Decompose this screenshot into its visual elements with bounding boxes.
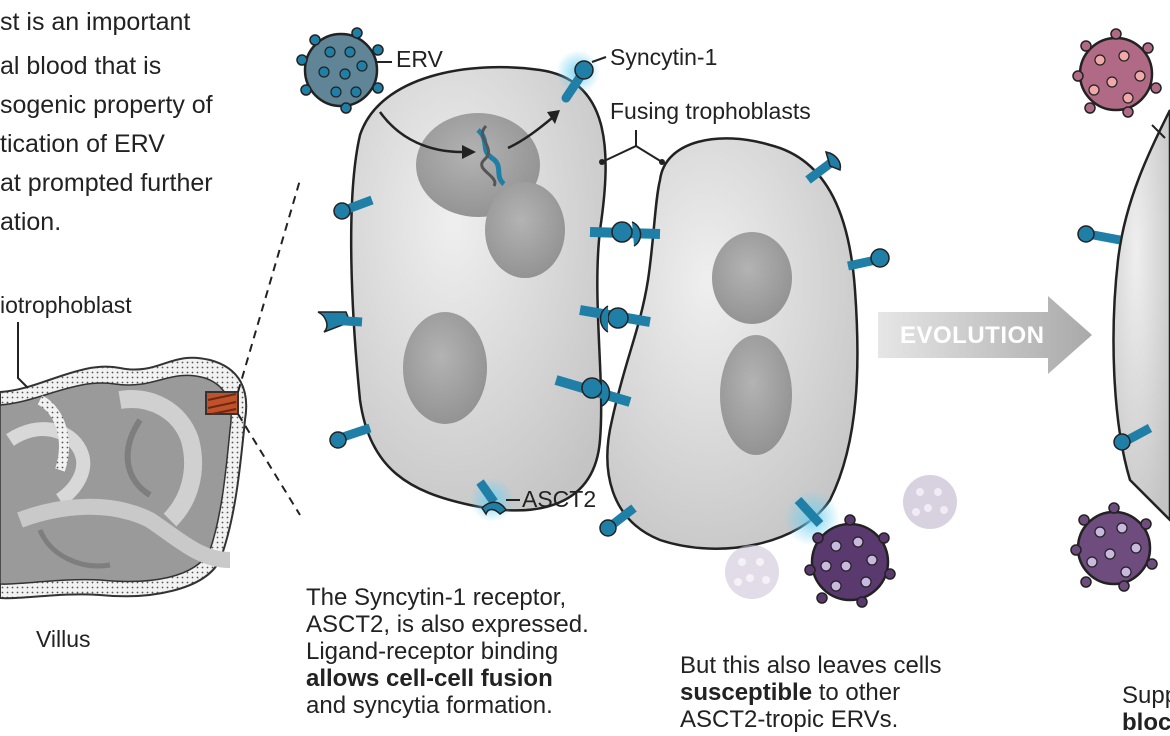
right-caption-line-2: bloc (1122, 709, 1170, 736)
fusion-caption-line-2: ASCT2, is also expressed. (306, 611, 589, 638)
fusion-caption-line-5: and syncytia formation. (306, 692, 553, 719)
fusion-caption-line-3: Ligand-receptor binding (306, 638, 559, 665)
intro-line-5: at prompted further (0, 169, 213, 197)
fusion-receptors (554, 221, 661, 407)
fusion-caption: The Syncytin-1 receptor, ASCT2, is also … (306, 584, 589, 719)
intro-line-4: tication of ERV (0, 130, 165, 158)
susceptible-caption-line-3: ASCT2-tropic ERVs. (680, 706, 899, 733)
pink-virus (1072, 28, 1162, 118)
fusion-caption-line-1: The Syncytin-1 receptor, (306, 584, 567, 611)
susceptible-caption-line-1: But this also leaves cells (680, 652, 942, 679)
syncytiotrophoblast-label: iotrophoblast (0, 292, 132, 318)
trophoblast-cell-right (606, 137, 859, 550)
villus-label: Villus (36, 626, 91, 652)
susceptible-rest: to other (812, 679, 901, 706)
syncytin-1-protein (561, 56, 607, 103)
asct2-receptor (476, 479, 520, 516)
evolution-arrow (878, 296, 1092, 374)
nucleus (712, 232, 792, 324)
erv-virus (296, 27, 392, 114)
evolution-label: EVOLUTION (900, 322, 1045, 349)
right-caption: Supp bloc (1122, 682, 1170, 736)
intro-line-1: st is an important (0, 8, 191, 36)
asct2-label: ASCT2 (522, 486, 597, 512)
right-panel-cell (1077, 109, 1170, 522)
intro-line-2: al blood that is (0, 52, 162, 80)
fusion-caption-bold: allows cell-cell fusion (306, 665, 553, 692)
receptor-group-right (599, 151, 890, 537)
villus-illustration (0, 179, 301, 600)
purple-virus (1070, 502, 1158, 592)
nucleus (485, 182, 565, 278)
susceptible-caption-line-2: susceptible to other (680, 679, 941, 706)
asct2-tropic-erv (794, 496, 896, 608)
susceptible-caption: But this also leaves cells susceptible t… (680, 652, 941, 733)
infection-arrow (378, 111, 463, 154)
fusion-caption-line-4: allows cell-cell fusion (306, 665, 589, 692)
receptor-group-left (317, 195, 374, 449)
erv-dna-icon (476, 124, 506, 187)
faded-virus (725, 475, 957, 599)
fusing-trophoblasts-label: Fusing trophoblasts (610, 98, 811, 124)
intro-line-6: ation. (0, 208, 62, 236)
right-caption-line-1: Supp (1122, 682, 1170, 709)
susceptible-bold: susceptible (680, 679, 813, 706)
erv-label: ERV (396, 46, 443, 72)
nucleus (720, 335, 792, 455)
syncytin-1-label: Syncytin-1 (610, 44, 718, 70)
right-caption-bold: bloc (1122, 709, 1170, 736)
intro-line-3: sogenic property of (0, 91, 213, 119)
nucleus (403, 312, 487, 424)
trophoblast-cell-left (349, 65, 607, 512)
